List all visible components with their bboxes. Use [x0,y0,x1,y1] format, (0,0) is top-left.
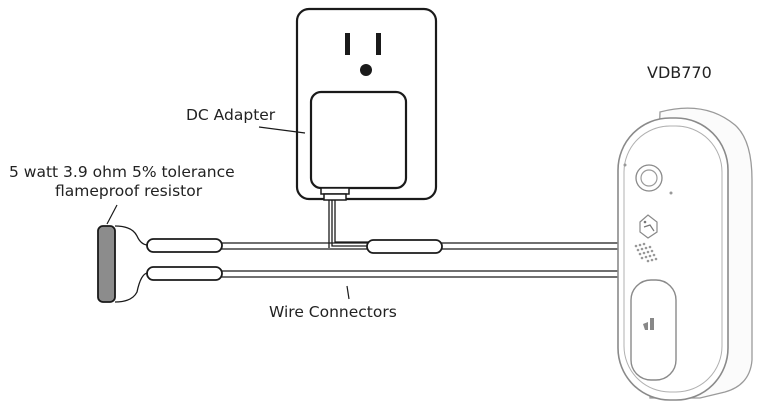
resistor-lead-bottom [114,272,149,303]
doorbell [617,107,753,401]
adapter-plug-neck [320,187,350,195]
resistor-label-line1: 5 watt 3.9 ohm 5% tolerance [9,163,235,181]
device-model-label: VDB770 [647,63,712,82]
doorbell-inner-rim [623,125,723,393]
adapter-plug-neck2 [323,193,347,201]
outlet-ground-hole [360,64,372,76]
resistor-leader [106,204,118,225]
wire-connector-upper-right [366,239,443,254]
motion-icon [639,214,658,239]
outlet-slot-left [345,33,350,55]
brand-logo-icon [643,318,654,330]
adapter-cable [328,200,370,248]
dc-adapter-label: DC Adapter [186,106,276,124]
sensor-dot-left [623,163,627,167]
wire-connectors-leader [346,285,350,300]
resistor-lead-top [114,225,149,246]
resistor [97,225,116,303]
sensor-dot-right [669,191,673,195]
speaker-grille [634,242,658,263]
resistor-label-line2: flameproof resistor [55,182,203,200]
dc-adapter [309,90,408,190]
wire-connectors-label: Wire Connectors [269,303,397,321]
wire-connector-lower-left [146,266,223,281]
wire-connector-upper-left [146,238,223,253]
camera-lens-inner [640,169,658,187]
dc-adapter-leader [258,126,306,134]
outlet-slot-right [376,33,381,55]
